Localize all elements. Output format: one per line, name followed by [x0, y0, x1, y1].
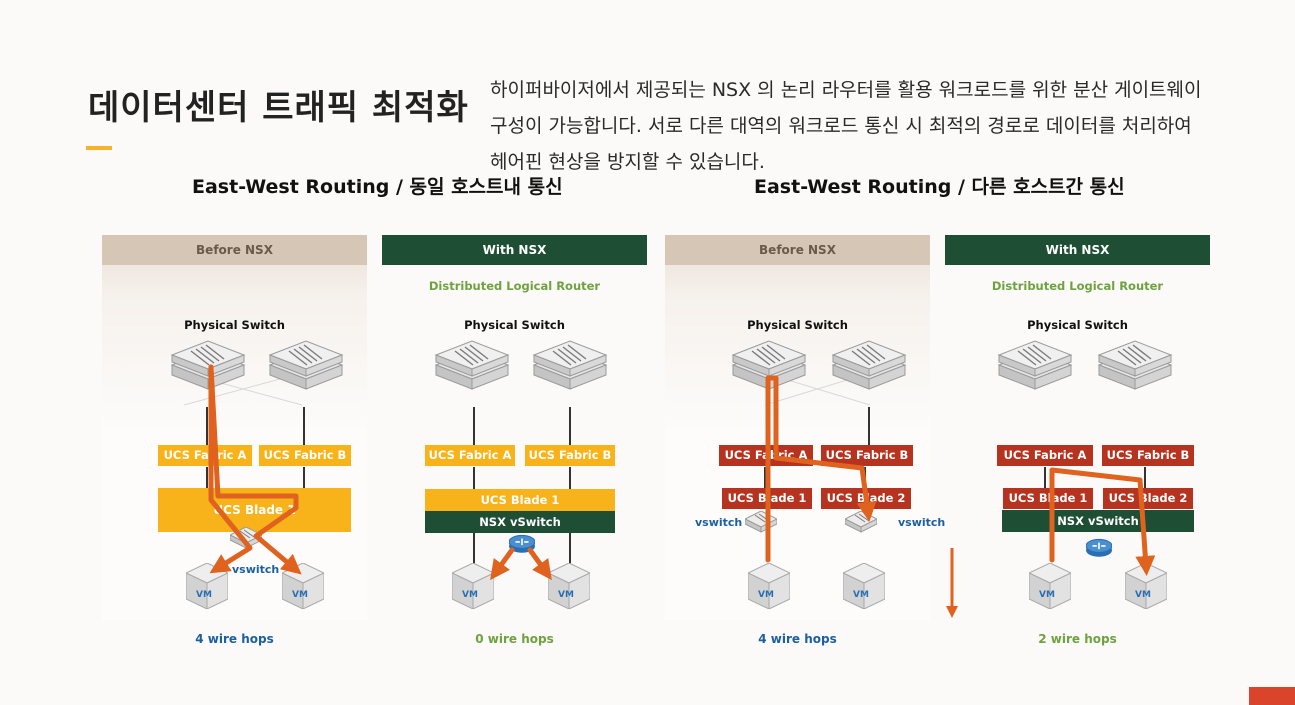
ucs-fabric-a: UCS Fabric A [425, 445, 515, 466]
connection-lines [764, 372, 871, 489]
vswitch-icon [230, 527, 262, 549]
vm-icon: VM [843, 563, 885, 609]
panel-with-nsx-diff-host: With NSX Distributed Logical Router Phys… [945, 235, 1210, 646]
vswitch-label: vswitch [898, 516, 946, 529]
svg-text:VM: VM [1039, 590, 1055, 600]
ucs-fabric-b: UCS Fabric B [259, 445, 351, 466]
section-title-same-host: East-West Routing / 동일 호스트내 통신 [192, 176, 563, 198]
ucs-blade-1: UCS Blade 1 [722, 488, 812, 509]
panel-before-nsx-diff-host: Before NSX Physical Switch UCS Fabric A … [665, 235, 945, 646]
vswitch-icon [745, 511, 777, 533]
svg-text:VM: VM [558, 590, 574, 600]
physical-switch-icon [435, 340, 509, 390]
vm-icon: VM [1029, 563, 1071, 609]
physical-switch-label: Physical Switch [184, 318, 285, 332]
physical-switch-label: Physical Switch [1027, 318, 1128, 332]
panel-header: With NSX [945, 235, 1210, 265]
ucs-fabric-a: UCS Fabric A [719, 445, 813, 466]
panel-header: Before NSX [665, 235, 930, 265]
wire-hops-label: 2 wire hops [1038, 632, 1117, 646]
svg-text:VM: VM [758, 590, 774, 600]
corner-accent [1249, 687, 1295, 705]
physical-switch-label: Physical Switch [747, 318, 848, 332]
description-line: 헤어핀 현상을 방지할 수 있습니다. [490, 151, 765, 173]
physical-switch-icon [533, 340, 607, 390]
vm-icon: VM [282, 563, 324, 609]
nsx-vswitch: NSX vSwitch [1002, 510, 1194, 532]
physical-switch-icon [998, 340, 1072, 390]
ucs-fabric-b: UCS Fabric B [821, 445, 913, 466]
description-line: 하이퍼바이저에서 제공되는 NSX 의 논리 라우터를 활용 워크로드를 위한 … [490, 79, 1202, 101]
vswitch-label: vswitch [695, 516, 743, 529]
svg-text:VM: VM [292, 590, 308, 600]
ucs-blade-2: UCS Blade 2 [1103, 488, 1193, 509]
svg-text:VM: VM [1135, 590, 1151, 600]
nsx-vswitch: NSX vSwitch [425, 511, 615, 533]
router-icon [1086, 538, 1112, 557]
panel-before-nsx-same-host: Before NSX Physical Switch UCS Fabric A … [102, 235, 367, 646]
svg-text:VM: VM [196, 590, 212, 600]
description-line: 구성이 가능합니다. 서로 다른 대역의 워크로드 통신 시 최적의 경로로 데… [490, 115, 1192, 137]
svg-text:VM: VM [853, 590, 869, 600]
panel-header: With NSX [382, 235, 647, 265]
wire-hops-label: 4 wire hops [758, 632, 837, 646]
ucs-blade-1: UCS Blade 1 [158, 488, 351, 532]
ucs-blade-2: UCS Blade 2 [821, 488, 911, 509]
vm-icon: VM [548, 563, 590, 609]
router-icon [509, 534, 535, 553]
physical-switch-icon [1098, 340, 1172, 390]
ucs-fabric-a: UCS Fabric A [997, 445, 1093, 466]
slide-title: 데이터센터 트래픽 최적화 [88, 88, 469, 128]
ucs-fabric-b: UCS Fabric B [525, 445, 615, 466]
ucs-blade-1: UCS Blade 1 [425, 489, 615, 511]
dlr-label: Distributed Logical Router [991, 279, 1164, 293]
ucs-fabric-a: UCS Fabric A [158, 445, 252, 466]
vm-icon: VM [748, 563, 790, 609]
ucs-blade-1: UCS Blade 1 [1003, 488, 1093, 509]
vm-icon: VM [186, 563, 228, 609]
physical-switch-icon [732, 340, 806, 390]
physical-switch-icon [269, 340, 343, 390]
wire-hops-label: 4 wire hops [195, 632, 274, 646]
physical-switch-label: Physical Switch [464, 318, 565, 332]
title-accent-bar [86, 146, 112, 150]
dlr-label: Distributed Logical Router [428, 279, 601, 293]
physical-switch-icon [171, 340, 245, 390]
panel-header: Before NSX [102, 235, 367, 265]
wire-hops-label: 0 wire hops [475, 632, 554, 646]
vswitch-label: vswitch [232, 563, 280, 576]
vm-icon: VM [1125, 563, 1167, 609]
vm-icon: VM [452, 563, 494, 609]
panel-with-nsx-same-host: With NSX Distributed Logical Router Phys… [382, 235, 647, 646]
ucs-fabric-b: UCS Fabric B [1102, 445, 1194, 466]
section-title-different-host: East-West Routing / 다른 호스트간 통신 [754, 176, 1125, 198]
vswitch-icon [845, 511, 877, 533]
svg-text:VM: VM [462, 590, 478, 600]
slide-description: 하이퍼바이저에서 제공되는 NSX 의 논리 라우터를 활용 워크로드를 위한 … [490, 72, 1280, 180]
physical-switch-icon [832, 340, 906, 390]
